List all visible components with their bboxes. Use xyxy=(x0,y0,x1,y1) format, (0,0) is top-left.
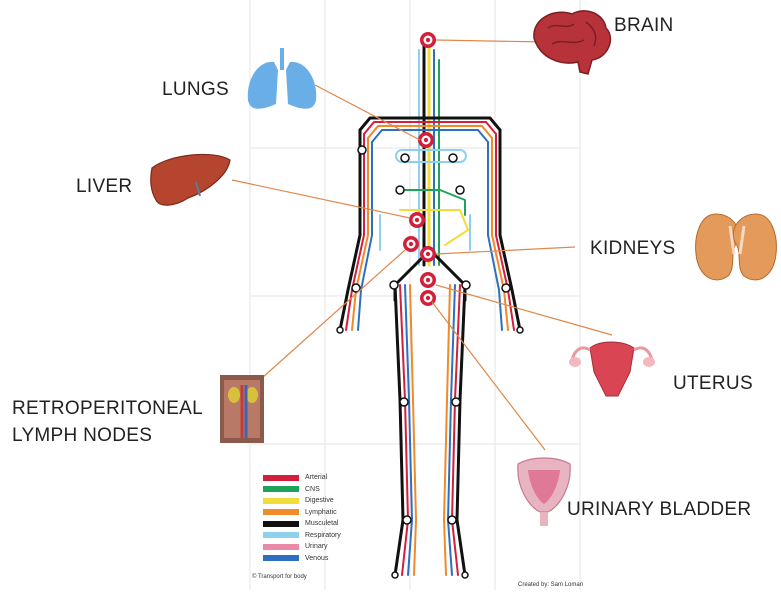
label-brain: BRAIN xyxy=(614,15,674,37)
brain-illustration xyxy=(534,11,611,74)
legend-swatch xyxy=(263,544,299,550)
legend-item: Venous xyxy=(263,554,328,563)
label-urinary-bladder: URINARY BLADDER xyxy=(567,499,751,521)
uterus-illustration xyxy=(569,342,655,396)
label-retroperitoneal: RETROPERITONEAL LYMPH NODES xyxy=(12,395,203,449)
label-uterus: UTERUS xyxy=(673,373,753,395)
legend-swatch xyxy=(263,521,299,527)
legend-item: Digestive xyxy=(263,496,334,505)
target-kidneys xyxy=(420,246,436,262)
legend-swatch xyxy=(263,475,299,481)
legend-swatch xyxy=(263,509,299,515)
legend-label: Respiratory xyxy=(305,532,341,539)
body-outline xyxy=(340,40,520,575)
label-retroperitoneal-line2: LYMPH NODES xyxy=(12,422,203,449)
legend-swatch xyxy=(263,532,299,538)
legend-label: Musculetal xyxy=(305,520,338,527)
credit-right: Created by: Sam Loman xyxy=(518,582,583,588)
kidneys-illustration xyxy=(696,214,777,280)
credit-left: © Transport for body xyxy=(252,574,307,580)
legend-item: Arterial xyxy=(263,473,327,482)
target-lymph xyxy=(403,236,419,252)
target-uterus xyxy=(420,272,436,288)
legend-label: Arterial xyxy=(305,474,327,481)
target-liver xyxy=(409,212,425,228)
legend-swatch xyxy=(263,555,299,561)
legend-label: Venous xyxy=(305,555,328,562)
legend-item: Musculetal xyxy=(263,519,338,528)
legend-label: Urinary xyxy=(305,543,328,550)
label-kidneys: KIDNEYS xyxy=(590,238,676,260)
legend-swatch xyxy=(263,498,299,504)
legend-label: Digestive xyxy=(305,497,334,504)
legend-label: CNS xyxy=(305,486,320,493)
lungs-illustration xyxy=(248,48,316,109)
target-lungs xyxy=(418,132,434,148)
retroperitoneal-photo xyxy=(220,375,264,443)
legend-item: Respiratory xyxy=(263,531,341,540)
target-brain xyxy=(420,32,436,48)
label-liver: LIVER xyxy=(76,176,132,198)
liver-illustration xyxy=(151,154,230,205)
label-lungs: LUNGS xyxy=(162,79,229,101)
bladder-illustration xyxy=(518,458,570,526)
label-retroperitoneal-line1: RETROPERITONEAL xyxy=(12,395,203,422)
legend-item: Lymphatic xyxy=(263,508,337,517)
legend-label: Lymphatic xyxy=(305,509,337,516)
legend-item: CNS xyxy=(263,485,320,494)
legend-swatch xyxy=(263,486,299,492)
legend-item: Urinary xyxy=(263,542,328,551)
